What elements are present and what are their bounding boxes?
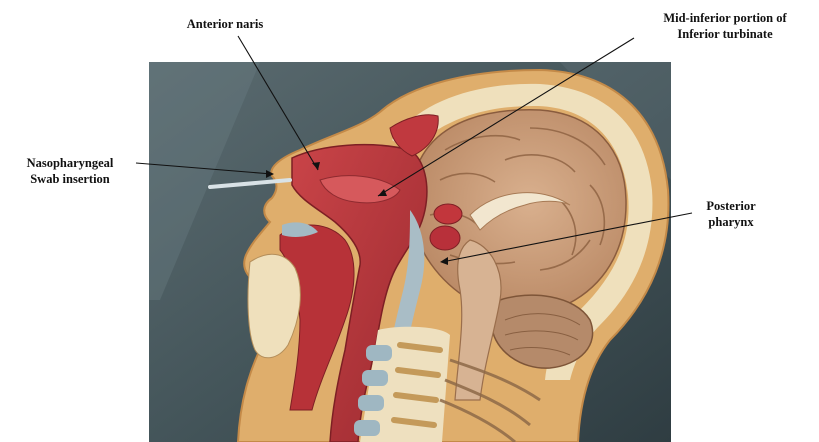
label-posterior-line1: Posterior (676, 198, 786, 214)
label-posterior-line2: pharynx (676, 214, 786, 230)
label-nasopharyngeal-line1: Nasopharyngeal (0, 155, 140, 171)
label-anterior-naris: Anterior naris (160, 16, 290, 32)
label-nasopharyngeal-line2: Swab insertion (0, 171, 140, 187)
label-posterior-pharynx: Posterior pharynx (676, 198, 786, 230)
adenoid-tissue-lower (430, 226, 460, 250)
label-anterior-naris-text: Anterior naris (160, 16, 290, 32)
label-mid-inferior-line1: Mid-inferior portion of (630, 10, 819, 26)
label-mid-inferior-turbinate: Mid-inferior portion of Inferior turbina… (630, 10, 819, 42)
label-mid-inferior-line2: Inferior turbinate (630, 26, 819, 42)
adenoid-tissue (434, 204, 462, 224)
label-nasopharyngeal-swab: Nasopharyngeal Swab insertion (0, 155, 140, 187)
